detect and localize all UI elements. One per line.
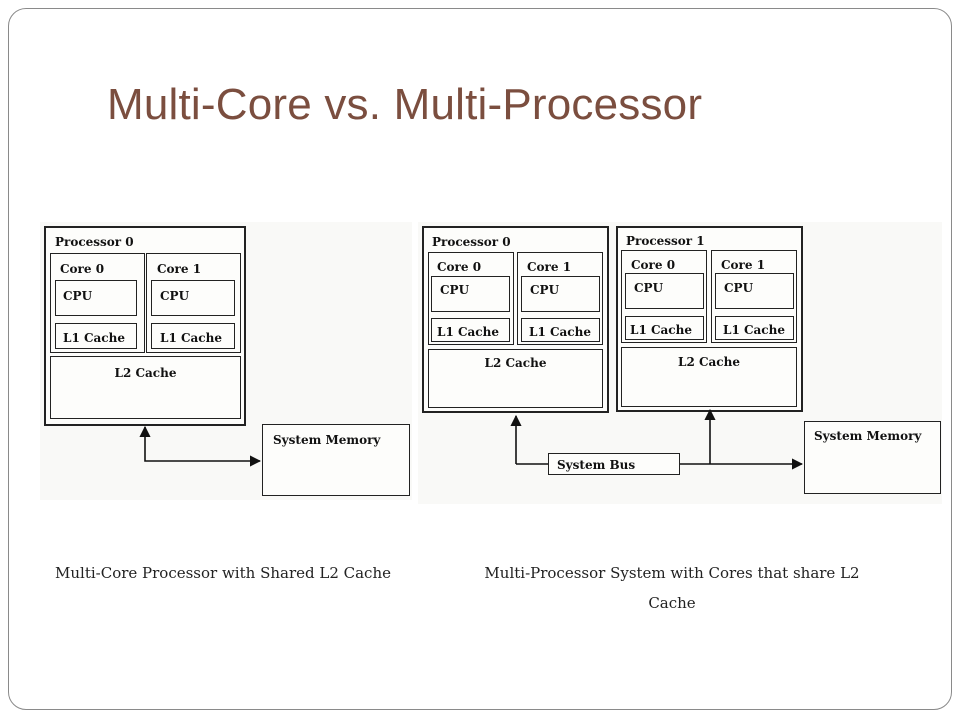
right-caption: Multi-Processor System with Cores that s…	[484, 564, 860, 612]
cpu-label: CPU	[530, 283, 560, 297]
core-label: Core 1	[721, 258, 766, 272]
l1-cache-box	[715, 316, 794, 340]
processor-label: Processor 0	[432, 235, 511, 249]
cpu-box	[715, 273, 794, 309]
core-label: Core 0	[60, 262, 105, 276]
slide-title: Multi-Core vs. Multi-Processor	[107, 80, 703, 129]
cpu-label: CPU	[63, 289, 93, 303]
processor-label: Processor 1	[626, 234, 705, 248]
l1-cache-label: L1 Cache	[529, 325, 591, 339]
cpu-box	[521, 276, 600, 312]
l1-cache-box	[431, 318, 510, 342]
l1-cache-box	[625, 316, 704, 340]
l2-cache-label: L2 Cache	[484, 356, 547, 370]
system-memory-label: System Memory	[814, 429, 922, 443]
system-bus-label: System Bus	[557, 458, 636, 472]
l1-cache-label: L1 Cache	[63, 331, 125, 345]
core-label: Core 1	[527, 260, 572, 274]
system-memory-box	[804, 421, 941, 494]
l1-cache-box	[55, 323, 137, 349]
l2-cache-box	[621, 347, 797, 407]
l2-cache-label: L2 Cache	[114, 366, 177, 380]
core-label: Core 0	[631, 258, 676, 272]
cpu-box	[625, 273, 704, 309]
system-bus-box	[548, 453, 680, 475]
l1-cache-label: L1 Cache	[160, 331, 222, 345]
cpu-label: CPU	[440, 283, 470, 297]
l2-cache-label: L2 Cache	[678, 355, 740, 369]
l1-cache-box	[521, 318, 600, 342]
l2-cache-box	[50, 356, 241, 419]
left-caption: Multi-Core Processor with Shared L2 Cach…	[55, 564, 391, 582]
l1-cache-label: L1 Cache	[630, 323, 692, 337]
cpu-box	[431, 276, 510, 312]
system-memory-label: System Memory	[273, 433, 381, 447]
cpu-box	[55, 280, 137, 316]
core-label: Core 0	[437, 260, 482, 274]
system-memory-box	[262, 424, 410, 496]
l2-cache-box	[428, 349, 603, 408]
l1-cache-label: L1 Cache	[437, 325, 499, 339]
cpu-label: CPU	[724, 281, 754, 295]
core-label: Core 1	[157, 262, 202, 276]
l1-cache-box	[151, 323, 235, 349]
cpu-label: CPU	[160, 289, 190, 303]
cpu-box	[151, 280, 235, 316]
processor-label: Processor 0	[55, 235, 134, 249]
cpu-label: CPU	[634, 281, 664, 295]
l1-cache-label: L1 Cache	[723, 323, 785, 337]
